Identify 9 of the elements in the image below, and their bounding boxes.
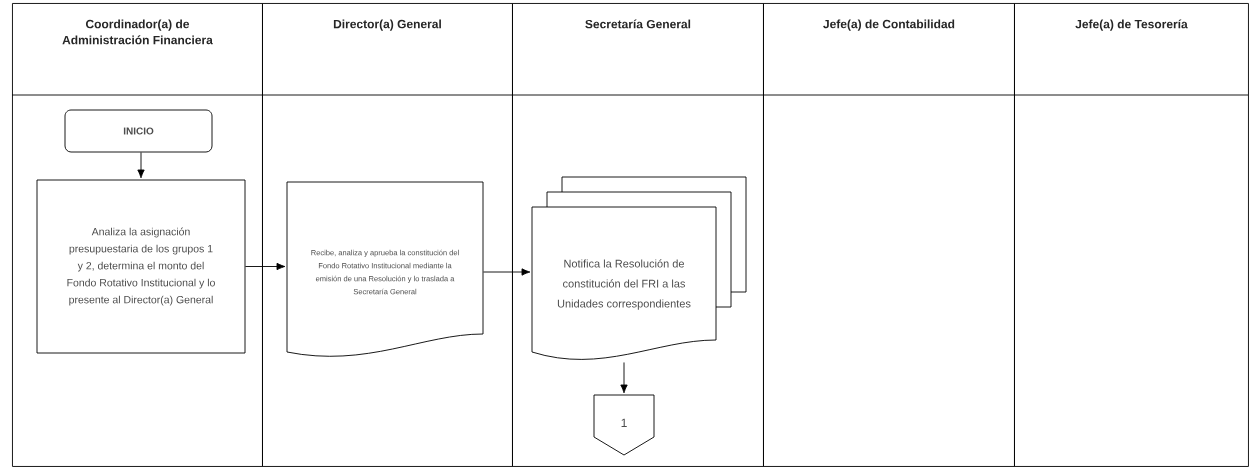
arrow — [245, 262, 286, 271]
off-page-connector: 1 — [593, 394, 655, 456]
swimlane: Jefe(a) de Tesorería — [1014, 3, 1249, 467]
swimlane: Jefe(a) de Contabilidad — [763, 3, 1015, 467]
arrow — [620, 362, 628, 394]
arrow — [483, 268, 531, 276]
start-terminal: INICIO — [64, 109, 213, 153]
process-box: Analiza la asignación presupuestaria de los grupos 1 y 2, determina el monto del Fondo Rotativo Institucional y lo presente al Director(a) General — [36, 179, 246, 354]
arrow — [137, 152, 145, 179]
